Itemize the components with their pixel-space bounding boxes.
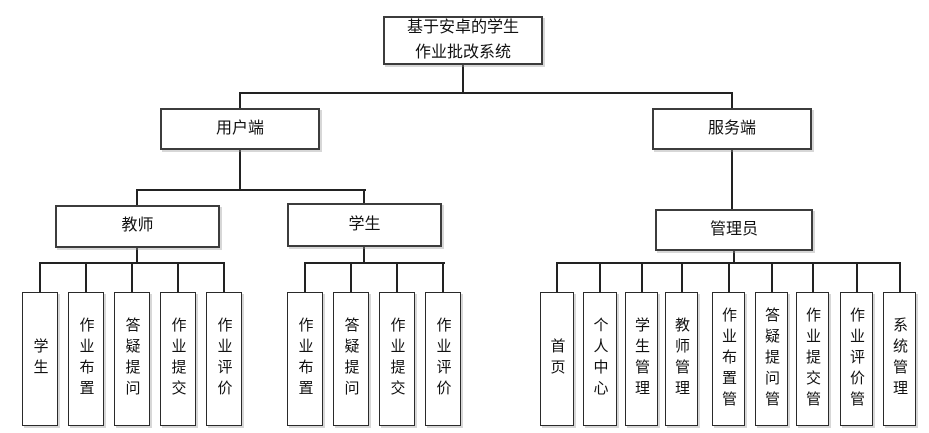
connector-line xyxy=(556,262,558,292)
connector-line xyxy=(728,262,730,292)
connector-line xyxy=(239,92,733,94)
leaf-teacher-homework-submit: 作业提交 xyxy=(160,292,196,426)
connector-line xyxy=(223,262,225,292)
leaf-student-homework-submit: 作业提交 xyxy=(379,292,415,426)
leaf-teacher-qa: 答疑提问 xyxy=(114,292,150,426)
node-student: 学生 xyxy=(287,203,442,247)
connector-line xyxy=(350,262,352,292)
connector-line xyxy=(85,262,87,292)
leaf-label: 系统管理 xyxy=(891,317,908,401)
leaf-admin-review-mgmt: 作业评价管 xyxy=(840,292,873,426)
connector-line xyxy=(599,262,601,292)
node-server-side: 服务端 xyxy=(652,108,812,150)
node-admin: 管理员 xyxy=(655,209,813,251)
leaf-label: 学生管理 xyxy=(633,317,650,401)
leaf-label: 答疑提问管 xyxy=(763,306,780,412)
leaf-label: 作业提交 xyxy=(388,317,406,401)
connector-line xyxy=(131,262,133,292)
leaf-student-homework-assign: 作业布置 xyxy=(287,292,323,426)
connector-line xyxy=(304,262,445,264)
leaf-admin-assign-mgmt: 作业布置管 xyxy=(712,292,745,426)
connector-line xyxy=(812,262,814,292)
node-user-side-label: 用户端 xyxy=(215,119,264,137)
leaf-label: 作业提交管 xyxy=(804,306,821,412)
leaf-teacher-student: 学生 xyxy=(22,292,58,426)
leaf-label: 作业布置 xyxy=(77,317,95,401)
connector-line xyxy=(899,262,901,292)
connector-line xyxy=(771,262,773,292)
leaf-admin-profile: 个人中心 xyxy=(583,292,617,426)
node-root-label: 基于安卓的学生作业批改系统 xyxy=(406,18,519,61)
node-student-label: 学生 xyxy=(348,215,381,233)
connector-line xyxy=(733,251,735,264)
leaf-admin-teacher-mgmt: 教师管理 xyxy=(665,292,698,426)
leaf-label: 作业评价 xyxy=(215,317,233,401)
leaf-student-qa: 答疑提问 xyxy=(333,292,369,426)
leaf-admin-student-mgmt: 学生管理 xyxy=(625,292,658,426)
connector-line xyxy=(462,65,464,94)
leaf-label: 首页 xyxy=(548,338,566,380)
leaf-label: 学生 xyxy=(31,338,49,380)
node-server-side-label: 服务端 xyxy=(707,119,756,137)
leaf-label: 答疑提问 xyxy=(342,317,360,401)
connector-line xyxy=(731,92,733,110)
leaf-label: 教师管理 xyxy=(673,317,690,401)
node-user-side: 用户端 xyxy=(160,108,320,150)
leaf-admin-submit-mgmt: 作业提交管 xyxy=(796,292,829,426)
connector-line xyxy=(304,262,306,292)
leaf-label: 作业布置管 xyxy=(720,306,737,412)
leaf-admin-system-mgmt: 系统管理 xyxy=(883,292,916,426)
leaf-label: 作业布置 xyxy=(296,317,314,401)
connector-line xyxy=(363,189,365,204)
node-teacher: 教师 xyxy=(55,205,220,248)
leaf-label: 个人中心 xyxy=(591,317,609,401)
leaf-admin-qa-mgmt: 答疑提问管 xyxy=(755,292,788,426)
node-teacher-label: 教师 xyxy=(121,217,154,235)
connector-line xyxy=(856,262,858,292)
leaf-admin-home: 首页 xyxy=(540,292,574,426)
connector-line xyxy=(239,92,241,110)
connector-line xyxy=(136,189,366,191)
leaf-student-homework-review: 作业评价 xyxy=(425,292,461,426)
connector-line xyxy=(731,150,733,210)
connector-line xyxy=(442,262,444,292)
node-root: 基于安卓的学生作业批改系统 xyxy=(383,16,543,65)
connector-line xyxy=(177,262,179,292)
connector-line xyxy=(39,262,41,292)
connector-line xyxy=(136,248,138,264)
connector-line xyxy=(641,262,643,292)
leaf-label: 作业评价 xyxy=(434,317,452,401)
leaf-teacher-homework-assign: 作业布置 xyxy=(68,292,104,426)
leaf-teacher-homework-review: 作业评价 xyxy=(206,292,242,426)
connector-line xyxy=(396,262,398,292)
connector-line xyxy=(239,150,241,191)
connector-line xyxy=(136,189,138,206)
connector-line xyxy=(363,247,365,264)
leaf-label: 答疑提问 xyxy=(123,317,141,401)
connector-line xyxy=(681,262,683,292)
node-admin-label: 管理员 xyxy=(709,220,758,238)
leaf-label: 作业评价管 xyxy=(848,306,865,412)
leaf-label: 作业提交 xyxy=(169,317,187,401)
